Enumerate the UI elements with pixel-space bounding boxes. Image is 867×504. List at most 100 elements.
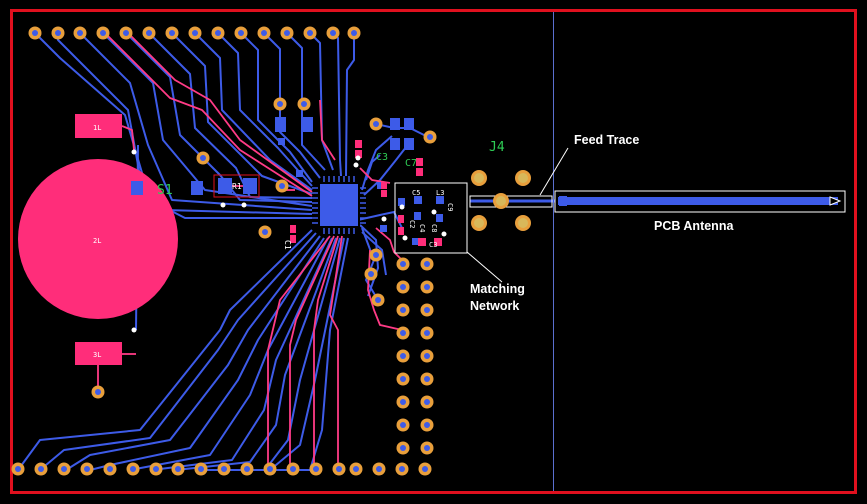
through-hole-drill bbox=[336, 466, 342, 472]
through-hole-drill bbox=[261, 30, 267, 36]
through-hole-drill bbox=[15, 466, 21, 472]
pcb-antenna-trace bbox=[558, 197, 838, 205]
via bbox=[399, 204, 405, 210]
battery-pad-2l bbox=[18, 159, 178, 319]
through-hole-drill bbox=[400, 445, 406, 451]
through-hole-drill bbox=[400, 330, 406, 336]
pcb-antenna-label: PCB Antenna bbox=[654, 219, 734, 233]
through-hole-drill bbox=[375, 297, 381, 303]
annotation-overlay bbox=[394, 147, 846, 283]
through-hole-drill bbox=[373, 252, 379, 258]
through-hole-drill bbox=[95, 389, 101, 395]
through-hole-drill bbox=[301, 101, 307, 107]
via bbox=[131, 149, 137, 155]
via bbox=[431, 209, 437, 215]
through-hole-drill bbox=[146, 30, 152, 36]
through-hole-drill bbox=[400, 376, 406, 382]
label-2l: 2L bbox=[93, 237, 101, 245]
through-hole-drill bbox=[61, 466, 67, 472]
through-hole-drill bbox=[427, 134, 433, 140]
via bbox=[353, 162, 359, 168]
r1-outline bbox=[213, 174, 260, 198]
label-j4: J4 bbox=[489, 140, 505, 155]
through-hole-drill bbox=[422, 466, 428, 472]
feed-trace-box bbox=[469, 195, 553, 208]
through-hole-drill bbox=[290, 466, 296, 472]
smd-pads-top bbox=[290, 140, 442, 246]
through-hole-drill bbox=[400, 307, 406, 313]
silkscreen-labels: 1L 2L 3L S1 R1 C3 C1 C7 J4 C5 L3 C9 C2 C… bbox=[93, 124, 505, 359]
through-hole-drill bbox=[400, 284, 406, 290]
through-hole-drill bbox=[175, 466, 181, 472]
through-hole-drill bbox=[244, 466, 250, 472]
battery-pad-1l bbox=[75, 114, 122, 138]
through-hole-drill bbox=[77, 30, 83, 36]
label-3l: 3L bbox=[93, 351, 101, 359]
through-hole-drill bbox=[424, 422, 430, 428]
label-r1: R1 bbox=[232, 182, 242, 191]
through-hole-drill bbox=[400, 399, 406, 405]
via bbox=[381, 216, 387, 222]
through-hole-drill bbox=[153, 466, 159, 472]
mcu-qfn bbox=[312, 176, 366, 234]
through-hole-drill bbox=[277, 101, 283, 107]
through-hole-drill bbox=[279, 183, 285, 189]
through-hole-drill bbox=[32, 30, 38, 36]
through-hole-drill bbox=[368, 271, 374, 277]
through-hole-drill bbox=[400, 261, 406, 267]
through-hole-drill bbox=[200, 155, 206, 161]
through-hole-drill bbox=[353, 466, 359, 472]
label-c4: C4 bbox=[418, 224, 426, 232]
through-hole-drill bbox=[376, 466, 382, 472]
through-hole-drill bbox=[169, 30, 175, 36]
through-hole-drill bbox=[84, 466, 90, 472]
through-hole-drill bbox=[130, 466, 136, 472]
through-hole-drill bbox=[100, 30, 106, 36]
matching-network-box bbox=[394, 182, 468, 254]
label-c3-bottom: C3 bbox=[429, 241, 437, 249]
through-hole-drill bbox=[351, 30, 357, 36]
label-c8: C8 bbox=[430, 224, 438, 232]
through-hole-drill bbox=[284, 30, 290, 36]
through-hole-drill bbox=[424, 399, 430, 405]
through-hole-drill bbox=[262, 229, 268, 235]
through-hole-drill bbox=[399, 466, 405, 472]
through-hole-drill bbox=[55, 30, 61, 36]
via bbox=[241, 202, 247, 208]
matching-network-label-line2: Network bbox=[470, 299, 520, 313]
through-hole-drill bbox=[424, 261, 430, 267]
label-c7: C7 bbox=[405, 158, 417, 169]
through-hole-drill bbox=[373, 121, 379, 127]
label-c2: C2 bbox=[408, 220, 416, 228]
label-c3: C3 bbox=[376, 152, 388, 163]
through-hole-drill bbox=[424, 307, 430, 313]
through-hole-drill bbox=[267, 466, 273, 472]
label-c9: C9 bbox=[446, 203, 454, 211]
via bbox=[441, 231, 447, 237]
through-hole-drill bbox=[424, 353, 430, 359]
through-hole-drill bbox=[330, 30, 336, 36]
through-hole-drill bbox=[424, 284, 430, 290]
matching-network-label-line1: Matching bbox=[470, 282, 525, 296]
feed-trace-label: Feed Trace bbox=[574, 133, 640, 147]
label-c5: C5 bbox=[412, 189, 420, 197]
through-hole-drill bbox=[123, 30, 129, 36]
smd-pads bbox=[131, 117, 444, 245]
through-hole-drill bbox=[424, 330, 430, 336]
through-hole-drill bbox=[107, 466, 113, 472]
through-hole-pads bbox=[11, 26, 447, 476]
through-hole-drill bbox=[215, 30, 221, 36]
through-hole-drill bbox=[400, 422, 406, 428]
through-hole-drill bbox=[198, 466, 204, 472]
via bbox=[131, 327, 137, 333]
label-c1: C1 bbox=[283, 240, 292, 250]
label-l3: L3 bbox=[436, 189, 444, 197]
connector-j4 bbox=[471, 170, 531, 231]
through-hole-drill bbox=[307, 30, 313, 36]
via bbox=[402, 235, 408, 241]
via bbox=[220, 202, 226, 208]
label-1l: 1L bbox=[93, 124, 101, 132]
top-layer-traces bbox=[104, 32, 405, 470]
through-hole-drill bbox=[38, 466, 44, 472]
